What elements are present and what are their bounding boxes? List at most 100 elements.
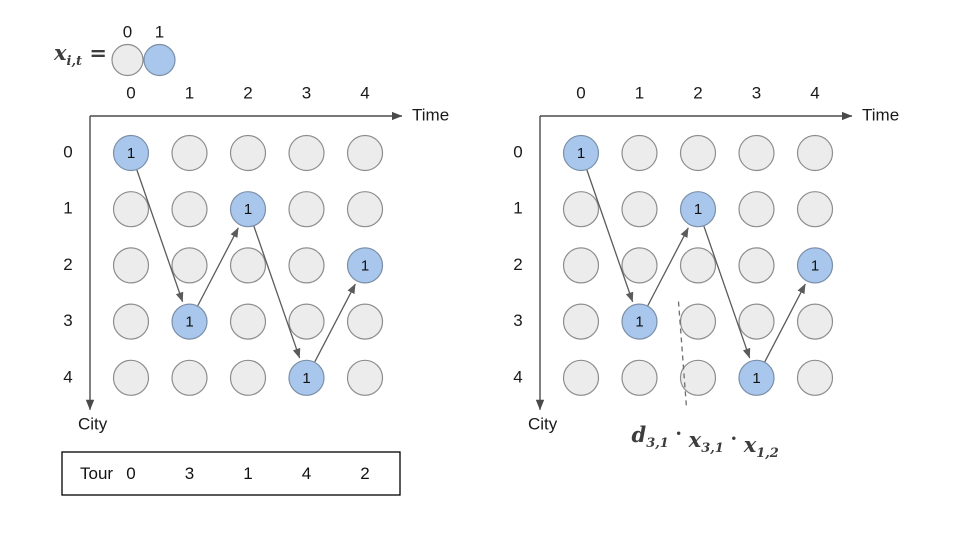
right-panel-city-tick-2: 2: [513, 255, 522, 274]
cell-city4-time0[interactable]: [562, 359, 600, 396]
cell-value-city4-time3: 1: [752, 370, 760, 387]
cell-city0-time3[interactable]: [738, 134, 775, 172]
cell-city1-time1[interactable]: [621, 191, 658, 228]
cell-city2-time3[interactable]: [288, 247, 325, 284]
cell-city0-time3[interactable]: [288, 134, 325, 172]
cell-city0-time1[interactable]: [621, 134, 658, 172]
left-panel-city-tick-0: 0: [63, 142, 72, 161]
cell-city3-time1[interactable]: [171, 303, 208, 340]
cell-city1-time3[interactable]: [738, 191, 775, 228]
legend-swatch-1: [143, 43, 176, 77]
cell-city1-time2[interactable]: [679, 191, 717, 228]
cell-value-city1-time2: 1: [244, 201, 252, 218]
cell-city1-time0[interactable]: [562, 191, 600, 228]
legend: xi,t = 0 1: [53, 22, 176, 77]
cell-city4-time3[interactable]: [738, 359, 775, 396]
legend-equation: xi,t =: [53, 40, 107, 69]
right-panel-time-tick-4: 4: [810, 83, 819, 102]
cell-city3-time2[interactable]: [679, 303, 717, 340]
cell-city0-time1[interactable]: [171, 134, 208, 172]
cell-city2-time1[interactable]: [171, 247, 208, 284]
cell-city4-time2[interactable]: [229, 359, 267, 396]
tour-table-row-label: Tour: [80, 464, 113, 483]
right-panel-tour-arrow-1: [647, 227, 689, 306]
cell-city1-time3[interactable]: [288, 191, 325, 228]
right-panel-city-tick-4: 4: [513, 367, 522, 386]
cell-value-city3-time1: 1: [635, 314, 643, 331]
cell-city3-time0[interactable]: [562, 303, 600, 340]
tour-table-cell-1: 3: [185, 464, 194, 483]
cell-value-city2-time4: 1: [361, 257, 369, 274]
left-panel-city-tick-4: 4: [63, 367, 72, 386]
left-panel-city-tick-2: 2: [63, 255, 72, 274]
left-panel-time-tick-3: 3: [302, 83, 311, 102]
right-panel-tour-arrow-3: [764, 283, 806, 363]
tour-table-cell-2: 1: [243, 464, 252, 483]
cell-city0-time2[interactable]: [229, 134, 267, 172]
right-panel-time-axis-label: Time: [862, 105, 899, 124]
cell-value-city0-time0: 1: [127, 145, 135, 162]
cell-city0-time4[interactable]: [346, 134, 384, 172]
left-panel-tour-arrow-2: [253, 225, 301, 359]
right-panel-annotation-formula: d3,1 · x3,1 · x1,2: [632, 422, 779, 461]
cell-city4-time0[interactable]: [112, 359, 150, 396]
right-panel-tour-arrow-0: [586, 169, 634, 303]
cell-city4-time4[interactable]: [796, 359, 834, 396]
left-panel-tour-arrow-1: [197, 227, 239, 306]
cell-city1-time0[interactable]: [112, 191, 150, 228]
right-panel-time-tick-0: 0: [576, 83, 585, 102]
left-panel-tour-arrow-0: [136, 169, 184, 303]
cell-city2-time4[interactable]: [796, 247, 834, 284]
cell-city3-time4[interactable]: [796, 303, 834, 340]
left-panel-city-tick-1: 1: [63, 199, 72, 218]
cell-city2-time0[interactable]: [562, 247, 600, 284]
cell-value-city0-time0: 1: [577, 145, 585, 162]
cell-city0-time4[interactable]: [796, 134, 834, 172]
cell-city0-time2[interactable]: [679, 134, 717, 172]
cell-city3-time4[interactable]: [346, 303, 384, 340]
cell-value-city3-time1: 1: [185, 314, 193, 331]
cell-city1-time4[interactable]: [346, 191, 384, 228]
cell-city4-time1[interactable]: [621, 359, 658, 396]
legend-label-0: 0: [123, 22, 132, 41]
right-panel-tour-arrow-2: [703, 225, 751, 359]
tour-table-cell-0: 0: [126, 464, 135, 483]
cell-city0-time0[interactable]: [562, 134, 600, 172]
left-panel-time-tick-1: 1: [185, 83, 194, 102]
cell-city2-time4[interactable]: [346, 247, 384, 284]
left-panel-tour-arrow-3: [314, 283, 356, 363]
right-panel-time-tick-3: 3: [752, 83, 761, 102]
right-panel-time-tick-1: 1: [635, 83, 644, 102]
cell-city3-time1[interactable]: [621, 303, 658, 340]
cell-city0-time0[interactable]: [112, 134, 150, 172]
cell-city2-time2[interactable]: [679, 247, 717, 284]
cell-city4-time3[interactable]: [288, 359, 325, 396]
cell-city3-time3[interactable]: [288, 303, 325, 340]
right-panel-city-tick-0: 0: [513, 142, 522, 161]
right-panel-time-tick-2: 2: [693, 83, 702, 102]
cell-city1-time2[interactable]: [229, 191, 267, 228]
legend-swatch-0: [111, 43, 144, 77]
cell-city1-time4[interactable]: [796, 191, 834, 228]
tour-table-cell-4: 2: [360, 464, 369, 483]
legend-label-1: 1: [155, 22, 164, 41]
cell-city4-time2[interactable]: [679, 359, 717, 396]
tour-table-border: [61, 451, 401, 496]
cell-city1-time1[interactable]: [171, 191, 208, 228]
cell-city2-time0[interactable]: [112, 247, 150, 284]
left-panel-time-tick-2: 2: [243, 83, 252, 102]
left-panel-time-tick-0: 0: [126, 83, 135, 102]
cell-city3-time0[interactable]: [112, 303, 150, 340]
cell-city3-time2[interactable]: [229, 303, 267, 340]
cell-city2-time2[interactable]: [229, 247, 267, 284]
cell-city2-time1[interactable]: [621, 247, 658, 284]
cell-city3-time3[interactable]: [738, 303, 775, 340]
cell-city4-time1[interactable]: [171, 359, 208, 396]
cell-city4-time4[interactable]: [346, 359, 384, 396]
cell-city2-time3[interactable]: [738, 247, 775, 284]
left-panel-city-tick-3: 3: [63, 311, 72, 330]
